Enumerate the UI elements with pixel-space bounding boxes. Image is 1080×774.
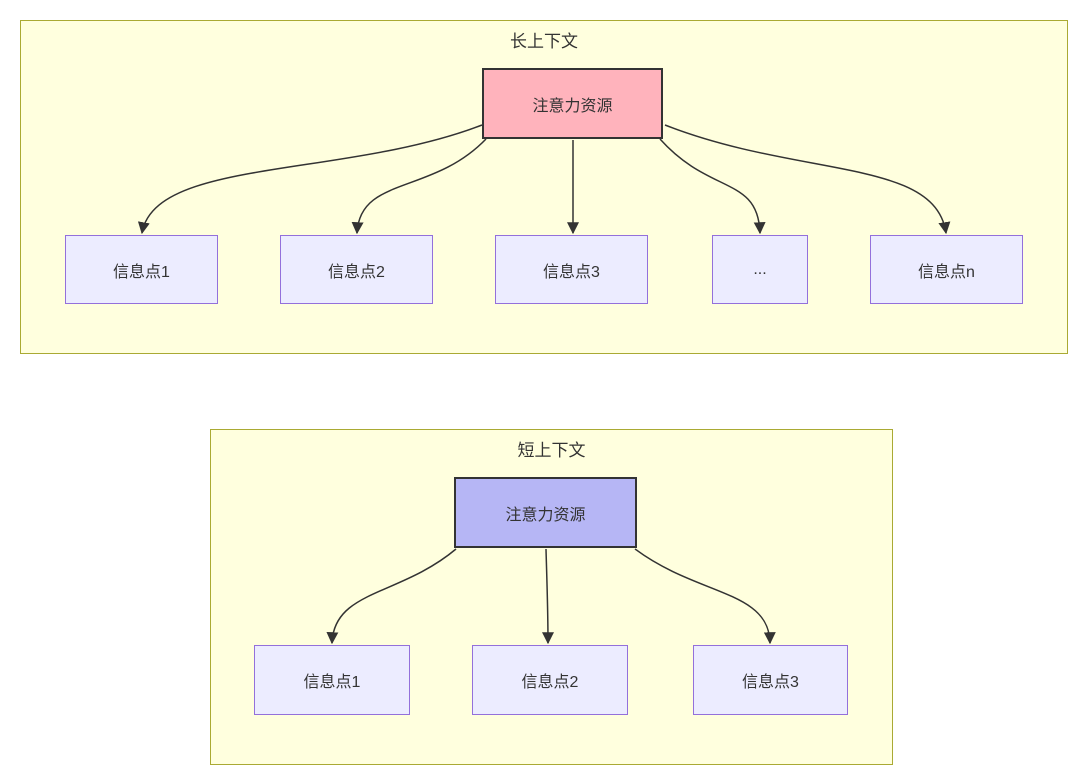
long-context-title: 长上下文	[510, 32, 578, 51]
short-info-node-1: 信息点1	[254, 645, 410, 715]
long-info-node-3: 信息点3	[495, 235, 648, 304]
short-context-title: 短上下文	[517, 441, 586, 460]
long-info-node-1: 信息点1	[65, 235, 218, 304]
long-info-node-n: 信息点n	[870, 235, 1023, 304]
short-info-node-3: 信息点3	[693, 645, 848, 715]
short-attention-node: 注意力资源	[454, 477, 637, 548]
long-attention-node: 注意力资源	[482, 68, 663, 139]
short-info-node-2: 信息点2	[472, 645, 628, 715]
long-info-node-2: 信息点2	[280, 235, 433, 304]
long-info-node-ellipsis: ...	[712, 235, 808, 304]
